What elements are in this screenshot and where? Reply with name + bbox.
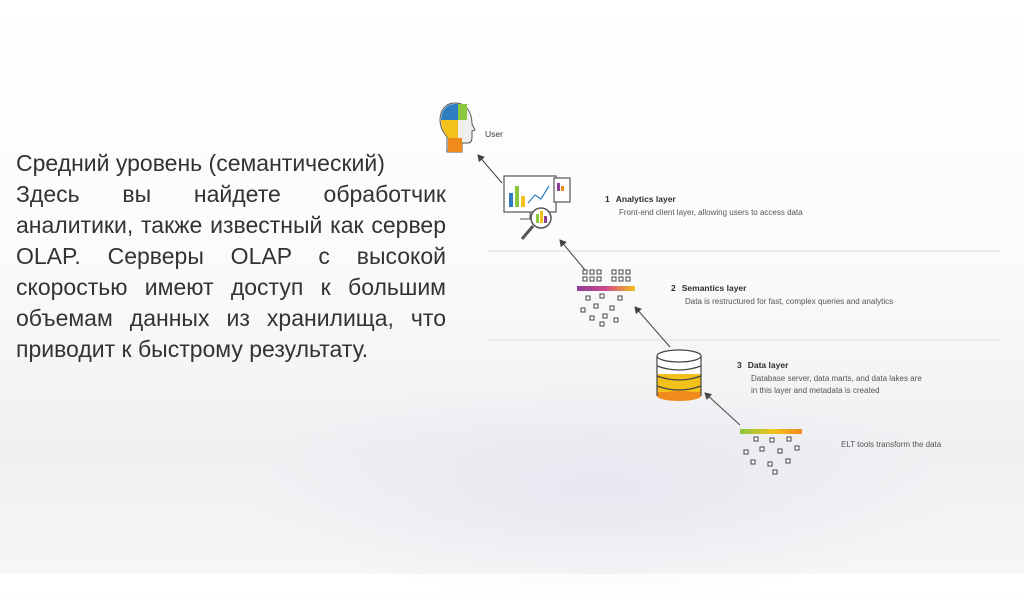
elt-tools-icon	[740, 429, 802, 474]
svg-text:Front-end client layer, allowi: Front-end client layer, allowing users t…	[619, 208, 803, 217]
svg-text:in this layer and metadata is: in this layer and metadata is created	[751, 386, 880, 395]
semantics-cluster-icon	[577, 270, 635, 326]
arrow-user	[478, 155, 502, 183]
elt-label: ELT tools transform the data	[841, 440, 942, 449]
arrow-data	[705, 393, 740, 425]
magnifier-icon	[522, 208, 551, 239]
arrow-analytics	[560, 240, 585, 270]
user-head-icon	[440, 103, 475, 152]
user-label: User	[485, 129, 503, 139]
svg-text:Database server, data marts, a: Database server, data marts, and data la…	[751, 374, 922, 383]
arrow-semantics	[635, 307, 670, 347]
database-icon	[657, 350, 701, 401]
svg-text:Data is restructured for fast,: Data is restructured for fast, complex q…	[685, 297, 893, 306]
